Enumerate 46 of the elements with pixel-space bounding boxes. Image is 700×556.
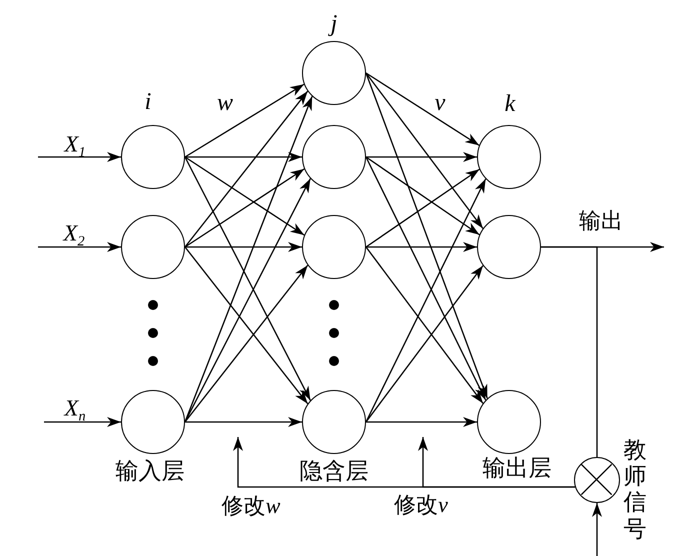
arrow [366,242,477,252]
weight-label: v [434,91,446,115]
arrow [184,178,311,422]
arrow [365,72,488,399]
arrow [184,156,305,236]
arrow [366,417,477,427]
layer-index-label: i [144,90,152,114]
arrow [184,168,305,248]
arrow [366,72,480,146]
arrow [592,503,602,556]
edge-label: 修改v [394,494,448,516]
edge-label: X$_{1}$ [64,132,86,156]
arrow [184,156,311,401]
arrow [365,156,486,400]
node-caption: 教师信号 [624,438,646,542]
layer-label: 隐含层 [300,460,368,482]
edge-label: 修改w [222,495,280,517]
arrow [184,90,308,248]
edge-label: X$_{2}$ [63,222,85,244]
edge-label: 输出 [579,210,623,232]
arrow [418,437,576,488]
arrow [185,417,302,427]
arrow [366,156,480,236]
arrow [185,242,302,252]
arrow [184,264,308,422]
summing-junction [574,457,620,503]
arrow [184,84,304,158]
arrow [365,246,484,404]
connector-line [541,246,598,457]
arrow [38,242,121,252]
weight-label: w [217,91,233,115]
neuron-circle [477,215,541,279]
arrow [184,96,313,422]
layer-label: 输出层 [482,456,552,480]
arrow [365,72,484,229]
arrow [184,246,308,404]
arrow [185,152,302,162]
arrow [366,152,477,162]
layer-index-label: k [504,92,516,116]
edge-label: X$_{n}$ [64,396,86,420]
layer-index-label: j [330,12,338,36]
arrow [365,265,484,422]
arrow [365,178,486,422]
arrow [38,152,121,162]
arrow [366,168,480,248]
arrow [44,417,121,427]
